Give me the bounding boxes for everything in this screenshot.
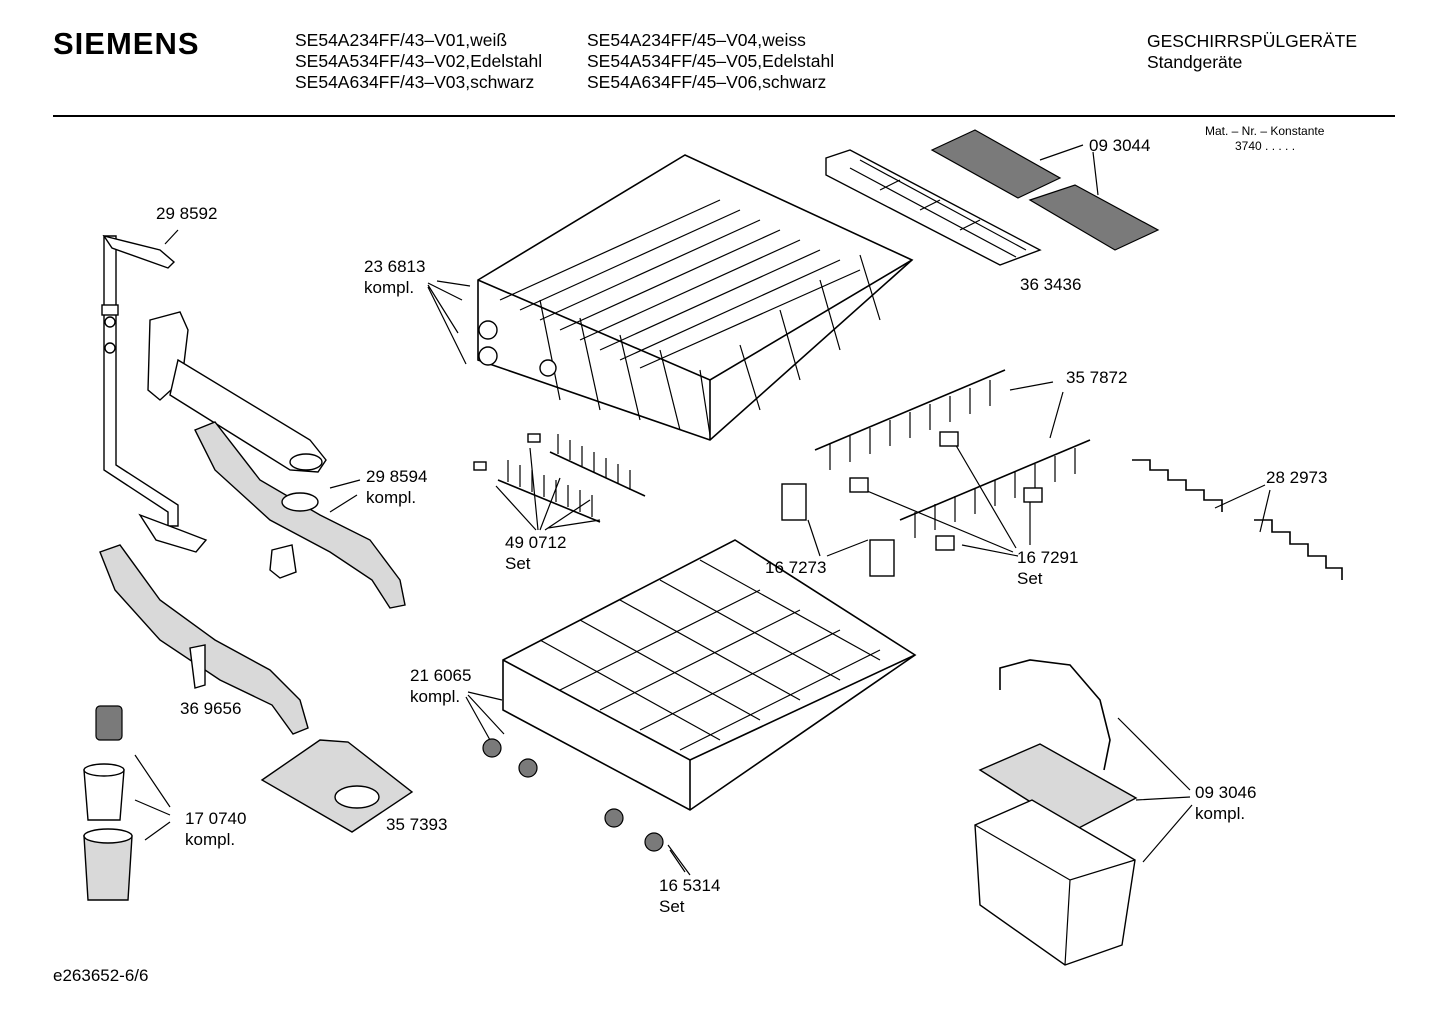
part-label: 36 9656 — [180, 698, 241, 719]
model-list-1: SE54A234FF/43–V01,weiß SE54A534FF/43–V02… — [295, 30, 542, 93]
filter-set — [83, 705, 133, 901]
flat-filter — [260, 739, 414, 833]
clips — [781, 431, 1043, 577]
model-line: SE54A634FF/45–V06,schwarz — [587, 72, 827, 92]
part-label: 17 0740 kompl. — [185, 808, 246, 850]
small-tine-rows — [473, 433, 646, 523]
part-qualifier: kompl. — [410, 687, 461, 706]
part-number: 21 6065 — [410, 666, 472, 685]
part-number: 16 5314 — [659, 876, 721, 895]
part-label: 36 3436 — [1020, 274, 1081, 295]
part-qualifier: Set — [1017, 569, 1043, 588]
upper-arm-connector — [147, 311, 327, 473]
model-line: SE54A234FF/43–V01,weiß — [295, 30, 508, 50]
model-line: SE54A534FF/43–V02,Edelstahl — [295, 51, 543, 71]
part-number: 36 9656 — [180, 699, 242, 718]
wheels — [482, 738, 664, 852]
part-qualifier: kompl. — [366, 488, 417, 507]
part-label: 29 8592 — [156, 203, 217, 224]
part-number: 35 7393 — [386, 815, 448, 834]
part-label: 29 8594 kompl. — [366, 466, 427, 508]
model-list-2: SE54A234FF/45–V04,weiss SE54A534FF/45–V0… — [587, 30, 834, 93]
part-number: 09 3044 — [1089, 136, 1151, 155]
part-number: 49 0712 — [505, 533, 567, 552]
part-label: 35 7393 — [386, 814, 447, 835]
header-rule — [53, 115, 1395, 117]
part-label: 09 3046 kompl. — [1195, 782, 1256, 824]
part-number: 17 0740 — [185, 809, 247, 828]
part-number: 09 3046 — [1195, 783, 1257, 802]
part-qualifier: kompl. — [364, 278, 415, 297]
category-title: GESCHIRRSPÜLGERÄTE — [1147, 31, 1358, 51]
part-label: 16 7291 Set — [1017, 547, 1078, 589]
spray-tube-part — [101, 234, 179, 527]
part-number: 29 8594 — [366, 467, 428, 486]
model-line: SE54A534FF/45–V05,Edelstahl — [587, 51, 835, 71]
part-label: 16 5314 Set — [659, 875, 720, 917]
part-number: 36 3436 — [1020, 275, 1082, 294]
part-number: 28 2973 — [1266, 468, 1328, 487]
stair-rails — [1132, 459, 1343, 580]
category-block: GESCHIRRSPÜLGERÄTE Standgeräte — [1147, 31, 1357, 73]
leader-lines — [134, 144, 1271, 876]
lower-spray-arm — [99, 513, 309, 735]
part-label: 09 3044 — [1089, 135, 1150, 156]
part-qualifier: kompl. — [185, 830, 236, 849]
part-label: 23 6813 kompl. — [364, 256, 425, 298]
upper-basket — [477, 154, 914, 441]
part-label: 16 7273 — [765, 557, 826, 578]
part-qualifier: kompl. — [1195, 804, 1246, 823]
part-number: 23 6813 — [364, 257, 426, 276]
material-constant-title: Mat. – Nr. – Konstante — [1205, 124, 1325, 138]
lower-basket — [502, 539, 917, 811]
category-subtitle: Standgeräte — [1147, 52, 1243, 72]
cutlery-tray — [825, 149, 1042, 266]
part-qualifier: Set — [659, 897, 685, 916]
part-label: 21 6065 kompl. — [410, 665, 471, 707]
drawing-id: e263652-6/6 — [53, 966, 149, 985]
part-label: 49 0712 Set — [505, 532, 566, 574]
part-label: 28 2973 — [1266, 467, 1327, 488]
cutlery-basket — [974, 659, 1138, 966]
part-number: 29 8592 — [156, 204, 218, 223]
part-number: 16 7291 — [1017, 548, 1079, 567]
material-constant-value: 3740 . . . . . — [1235, 139, 1296, 153]
material-constant: Mat. – Nr. – Konstante 3740 . . . . . — [1205, 124, 1324, 154]
model-line: SE54A234FF/45–V04,weiss — [587, 30, 806, 50]
model-line: SE54A634FF/43–V03,schwarz — [295, 72, 535, 92]
brand-logo: SIEMENS — [53, 26, 200, 61]
tine-rows — [814, 369, 1091, 538]
part-number: 16 7273 — [765, 558, 827, 577]
upper-spray-arm — [194, 421, 406, 609]
part-label: 35 7872 — [1066, 367, 1127, 388]
fold-down-racks — [930, 129, 1160, 251]
part-number: 35 7872 — [1066, 368, 1128, 387]
part-qualifier: Set — [505, 554, 531, 573]
